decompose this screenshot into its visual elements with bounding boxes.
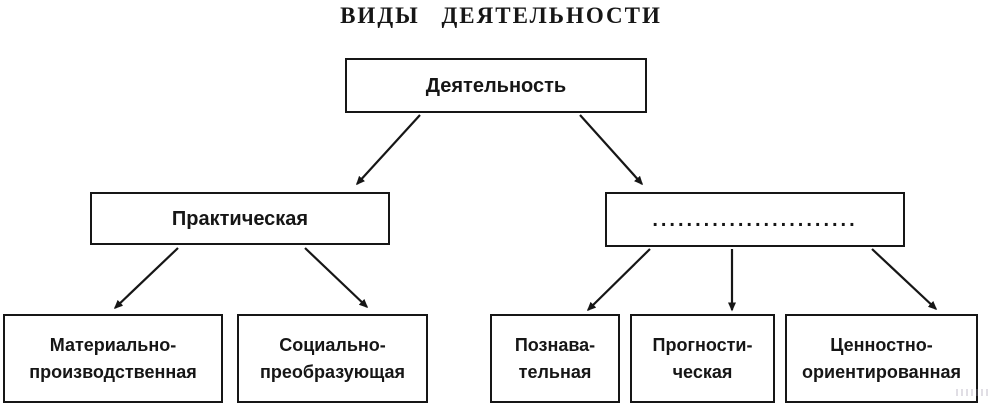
edge-practical-material [113, 247, 179, 310]
node-prognostic: Прогности- ческая [630, 314, 775, 403]
node-value-oriented: Ценностно- ориентированная [785, 314, 978, 403]
node-social-transforming: Социально- преобразующая [237, 314, 428, 403]
edge-root-practical [355, 114, 421, 186]
node-material-production: Материально- производственная [3, 314, 223, 403]
node-cognitive: Познава- тельная [490, 314, 620, 403]
node-practical: Практическая [90, 192, 390, 245]
edge-practical-social [304, 247, 369, 309]
edge-root-placeholder [579, 114, 644, 186]
node-activity: Деятельность [345, 58, 647, 113]
watermark [956, 389, 990, 396]
edge-placeholder-cognitive [586, 248, 651, 312]
node-blank-placeholder: ........................ [605, 192, 905, 247]
diagram-title: ВИДЫ ДЕЯТЕЛЬНОСТИ [340, 3, 662, 28]
edge-placeholder-value [871, 248, 938, 311]
